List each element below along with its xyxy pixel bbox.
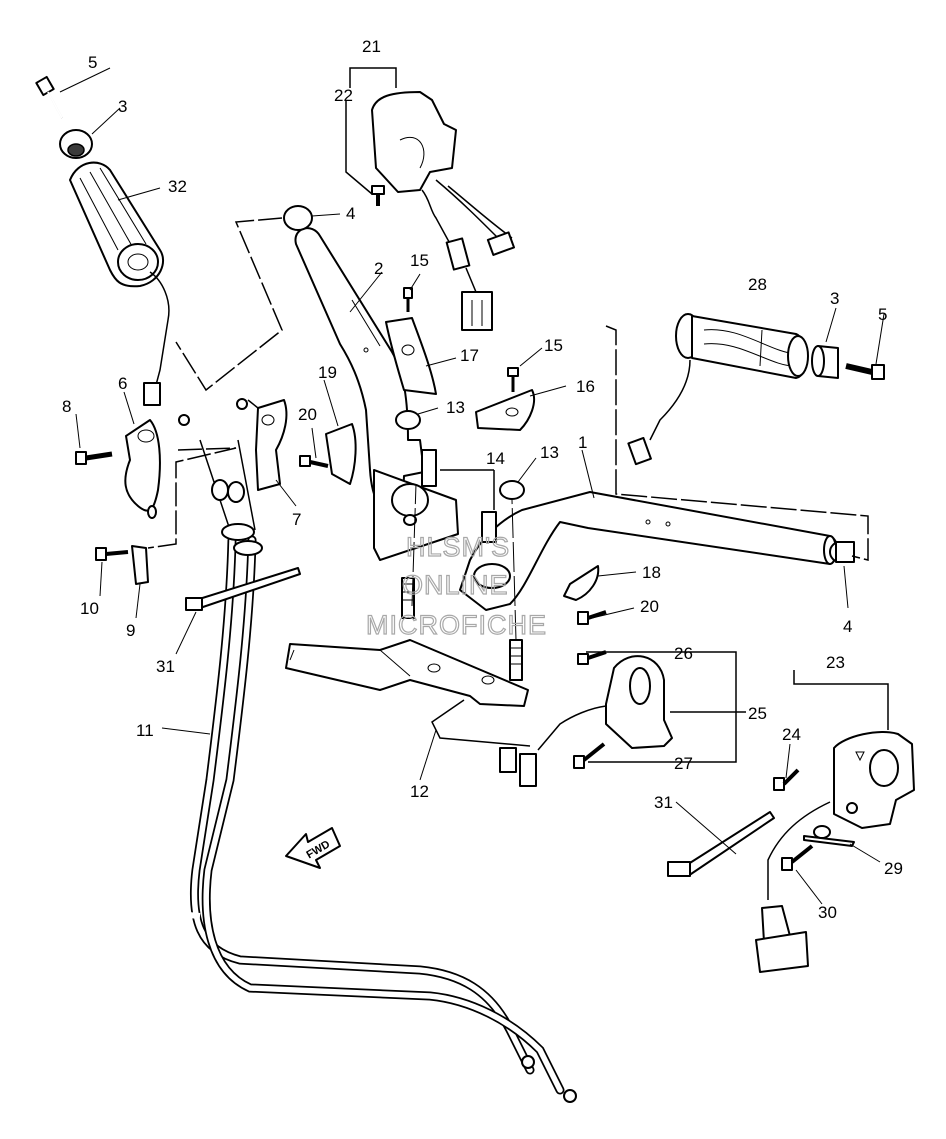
watermark-line-3: MICROFICHE (366, 610, 547, 640)
callout-14: 14 (486, 449, 505, 468)
callout-9: 9 (126, 621, 135, 640)
clamp-part-18 (563, 565, 607, 625)
callout-26: 26 (674, 644, 693, 663)
callout-12: 12 (410, 782, 429, 801)
callout-22: 22 (334, 86, 353, 105)
collar-part-4-left (283, 205, 313, 231)
bolt-part-5-left (35, 75, 63, 119)
callout-2: 2 (374, 259, 383, 278)
right-handlebar-part-1 (459, 491, 839, 611)
callout-1: 1 (578, 433, 587, 452)
callout-20-right: 20 (640, 597, 659, 616)
callout-15-right: 15 (544, 336, 563, 355)
nut-part-13 (395, 410, 525, 500)
callout-4-left: 4 (346, 204, 355, 223)
callout-19: 19 (318, 363, 337, 382)
screw-part-10 (95, 547, 129, 561)
cable-tie-part-31-left (185, 567, 301, 611)
plate-part-16 (475, 367, 536, 431)
callout-labels: 21 22 5 3 32 4 2 15 17 15 16 13 13 14 1 … (62, 37, 903, 922)
callout-32: 32 (168, 177, 187, 196)
lever-holder-part-7 (247, 399, 288, 491)
callout-31-right: 31 (654, 793, 673, 812)
callout-28: 28 (748, 275, 767, 294)
watermark-line-1: HLSM'S (406, 532, 510, 562)
plate-part-17 (385, 287, 437, 395)
callout-10: 10 (80, 599, 99, 618)
throttle-housing-part-25 (499, 650, 673, 787)
forward-direction-arrow-icon: FWD (285, 827, 341, 869)
callout-6: 6 (118, 374, 127, 393)
screw-part-22 (371, 185, 385, 206)
right-grip-part-28 (627, 313, 809, 466)
screw-part-30 (781, 844, 814, 871)
plate-part-9 (131, 545, 149, 585)
callout-7: 7 (292, 510, 301, 529)
callout-29: 29 (884, 859, 903, 878)
callout-17: 17 (460, 346, 479, 365)
watermark: HLSM'S ONLINE MICROFICHE (365, 531, 547, 640)
bar-end-weight-part-3-right (811, 345, 839, 379)
callout-27: 27 (674, 754, 693, 773)
left-handlebar-switch-part-21 (371, 91, 516, 331)
callout-8: 8 (62, 397, 71, 416)
callout-24: 24 (782, 725, 801, 744)
callout-25: 25 (748, 704, 767, 723)
clip-part-29 (803, 825, 855, 847)
callout-4-right: 4 (843, 617, 852, 636)
cable-tie-part-31-right (667, 811, 775, 877)
callout-11: 11 (136, 721, 154, 740)
callout-20-left: 20 (298, 405, 317, 424)
callout-15-left: 15 (410, 251, 429, 270)
callout-13-left: 13 (446, 398, 465, 417)
lever-holder-part-6 (75, 419, 161, 519)
bar-end-weight-part-3-left (59, 129, 93, 159)
callout-21: 21 (362, 37, 381, 56)
right-handlebar-switch-part-23 (755, 730, 915, 973)
handlebar-bracket-part-12 (285, 639, 531, 747)
watermark-line-2: ONLINE (402, 570, 509, 600)
left-grip-group (35, 75, 170, 406)
callout-23: 23 (826, 653, 845, 672)
bolt-part-5-right (845, 363, 885, 380)
left-handlebar-part-2 (294, 227, 459, 561)
callout-30: 30 (818, 903, 837, 922)
left-grip-part-32 (69, 161, 170, 406)
callout-13-right: 13 (540, 443, 559, 462)
throttle-cables-part-11 (175, 398, 577, 1103)
clamp-part-19 (299, 423, 357, 485)
callout-16: 16 (576, 377, 595, 396)
callout-3-right: 3 (830, 289, 839, 308)
leader-lines (59, 67, 889, 905)
callout-5-left: 5 (88, 53, 97, 72)
callout-18: 18 (642, 563, 661, 582)
callout-3-left: 3 (118, 97, 127, 116)
collar-part-4-right (829, 541, 855, 563)
callout-5-right: 5 (878, 305, 887, 324)
callout-31-left: 31 (156, 657, 175, 676)
